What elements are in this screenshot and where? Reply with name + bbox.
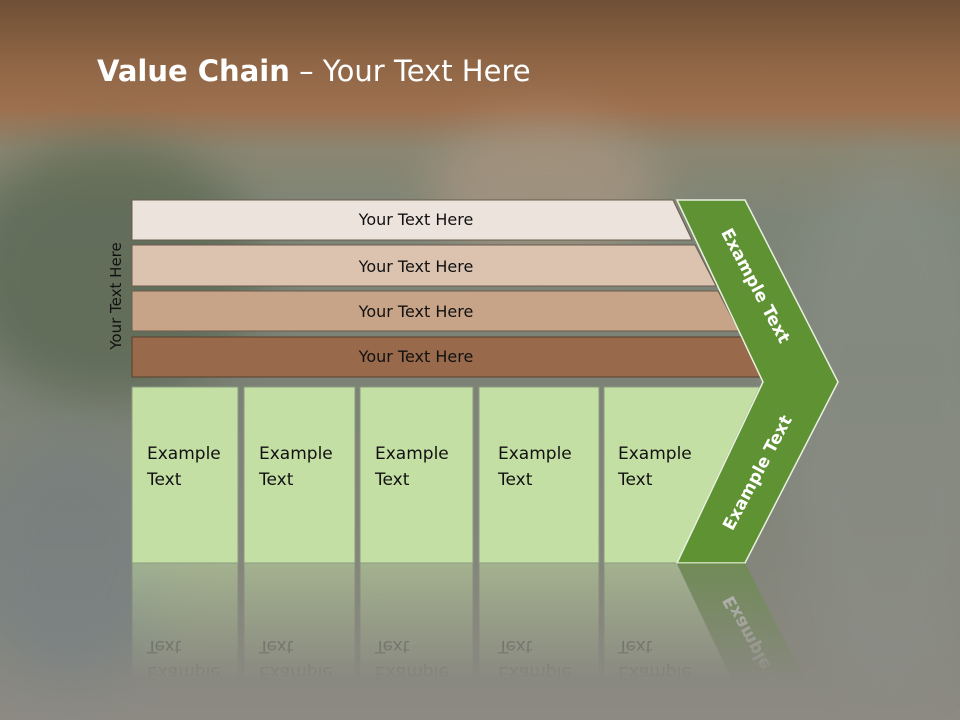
bar-label-2: Your Text Here [358,257,474,276]
bar-label-3: Your Text Here [358,302,474,321]
svg-text:Example: Example [259,662,333,682]
box-2 [243,386,356,564]
svg-text:Text: Text [258,636,294,656]
bar-label-4: Your Text Here [358,347,474,366]
bar-1 [131,199,693,241]
box-1-text-line2: Text [146,470,182,490]
bar-label-1: Your Text Here [358,210,474,229]
box-5-text-line1: Example [618,444,692,464]
box-4 [478,386,600,564]
box-3-text-line2: Text [374,470,410,490]
slide-title: Value Chain – Your Text Here [97,54,531,88]
box-5-text-line2: Text [617,470,653,490]
svg-text:Text: Text [617,636,653,656]
title-rest: – Your Text Here [289,54,531,88]
box-1-text-line1: Example [147,444,221,464]
svg-text:Example: Example [375,662,449,682]
box-4-text-line2: Text [497,470,533,490]
box-2-text-line1: Example [259,444,333,464]
box-3-text-line1: Example [375,444,449,464]
box-1 [131,386,239,564]
box-2-text-line2: Text [258,470,294,490]
svg-text:Example: Example [498,662,572,682]
bar-2 [131,244,717,287]
reflection: Example Text Example Text Example Text E… [131,562,826,720]
title-bold: Value Chain [97,54,290,88]
svg-text:Example: Example [147,662,221,682]
box-3 [359,386,474,564]
svg-text:Text: Text [497,636,533,656]
svg-text:Example: Example [618,662,692,682]
svg-text:Text: Text [374,636,410,656]
svg-text:Text: Text [146,636,182,656]
box-4-text-line1: Example [498,444,572,464]
